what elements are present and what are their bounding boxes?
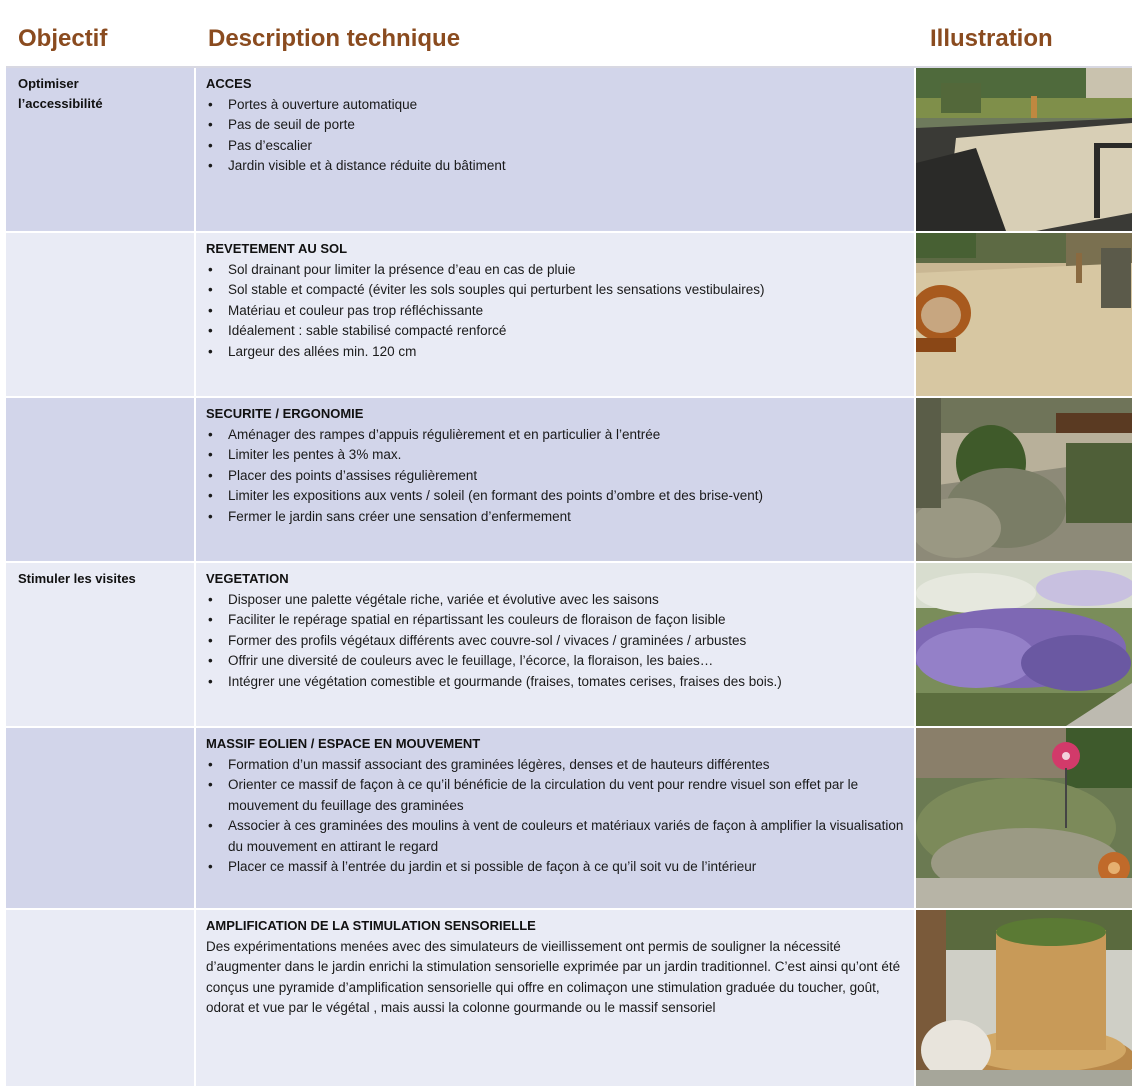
design-table: Objectif Description technique Illustrat…: [6, 10, 1132, 1088]
section-title: SECURITE / ERGONOMIE: [206, 406, 364, 421]
objective-cell: [6, 233, 196, 396]
garden-path-photo: [916, 68, 1132, 231]
description-cell: REVETEMENT AU SOL Sol drainant pour limi…: [196, 233, 916, 396]
bullet-item: Former des profils végétaux différents a…: [206, 631, 906, 652]
lavender-flowers-photo: [916, 563, 1132, 726]
objective-cell: Optimiser l’accessibilité: [6, 68, 196, 231]
header-illustration: Illustration: [930, 25, 1053, 52]
bullet-item: Disposer une palette végétale riche, var…: [206, 590, 906, 611]
description-cell: ACCES Portes à ouverture automatique Pas…: [196, 68, 916, 231]
table-header: Objectif Description technique Illustrat…: [6, 10, 1132, 68]
bullet-item: Intégrer une végétation comestible et go…: [206, 672, 906, 693]
description-cell: AMPLIFICATION DE LA STIMULATION SENSORIE…: [196, 910, 916, 1086]
bullet-item: Placer ce massif à l’entrée du jardin et…: [206, 857, 906, 878]
bullet-item: Largeur des allées min. 120 cm: [206, 342, 906, 363]
section-title: ACCES: [206, 76, 252, 91]
spiral-wooden-planter-photo: [916, 910, 1132, 1086]
description-cell: VEGETATION Disposer une palette végétale…: [196, 563, 916, 726]
bullet-list: Aménager des rampes d’appuis régulièreme…: [206, 425, 906, 528]
bullet-item: Jardin visible et à distance réduite du …: [206, 156, 906, 177]
bullet-item: Orienter ce massif de façon à ce qu’il b…: [206, 775, 906, 816]
table-row: Optimiser l’accessibilité ACCES Portes à…: [6, 68, 1132, 233]
bullet-item: Faciliter le repérage spatial en réparti…: [206, 610, 906, 631]
bullet-item: Idéalement : sable stabilisé compacté re…: [206, 321, 906, 342]
bullet-item: Sol stable et compacté (éviter les sols …: [206, 280, 906, 301]
table-row: MASSIF EOLIEN / ESPACE EN MOUVEMENT Form…: [6, 728, 1132, 910]
header-description: Description technique: [208, 25, 461, 52]
grasses-windmills-photo: [916, 728, 1132, 908]
bullet-item: Portes à ouverture automatique: [206, 95, 906, 116]
bullet-item: Aménager des rampes d’appuis régulièreme…: [206, 425, 906, 446]
objective-cell: Stimuler les visites: [6, 563, 196, 726]
bullet-item: Matériau et couleur pas trop réfléchissa…: [206, 301, 906, 322]
bullet-list: Disposer une palette végétale riche, var…: [206, 590, 906, 693]
bullet-list: Sol drainant pour limiter la présence d’…: [206, 260, 906, 363]
bullet-item: Placer des points d’assises régulièremen…: [206, 466, 906, 487]
section-title: AMPLIFICATION DE LA STIMULATION SENSORIE…: [206, 918, 536, 933]
objective-cell: [6, 398, 196, 561]
bullet-list: Formation d’un massif associant des gram…: [206, 755, 906, 878]
section-title: REVETEMENT AU SOL: [206, 241, 348, 256]
bullet-item: Fermer le jardin sans créer une sensatio…: [206, 507, 906, 528]
sand-path-bench-photo: [916, 233, 1132, 396]
objective-cell: [6, 728, 196, 908]
description-cell: MASSIF EOLIEN / ESPACE EN MOUVEMENT Form…: [196, 728, 916, 908]
header-objectif: Objectif: [18, 25, 108, 52]
bullet-list: Portes à ouverture automatique Pas de se…: [206, 95, 906, 177]
table-row: Stimuler les visites VEGETATION Disposer…: [6, 563, 1132, 728]
section-title: VEGETATION: [206, 571, 289, 586]
table-row: REVETEMENT AU SOL Sol drainant pour limi…: [6, 233, 1132, 398]
table-row: AMPLIFICATION DE LA STIMULATION SENSORIE…: [6, 910, 1132, 1088]
bullet-item: Pas d’escalier: [206, 136, 906, 157]
bullet-item: Limiter les pentes à 3% max.: [206, 445, 906, 466]
description-cell: SECURITE / ERGONOMIE Aménager des rampes…: [196, 398, 916, 561]
bullet-item: Offrir une diversité de couleurs avec le…: [206, 651, 906, 672]
bullet-item: Limiter les expositions aux vents / sole…: [206, 486, 906, 507]
bullet-item: Pas de seuil de porte: [206, 115, 906, 136]
description-paragraph: Des expérimentations menées avec des sim…: [206, 938, 901, 1016]
bullet-item: Formation d’un massif associant des gram…: [206, 755, 906, 776]
section-title: MASSIF EOLIEN / ESPACE EN MOUVEMENT: [206, 736, 481, 751]
objective-cell: [6, 910, 196, 1086]
bullet-item: Associer à ces graminées des moulins à v…: [206, 816, 906, 857]
table-row: SECURITE / ERGONOMIE Aménager des rampes…: [6, 398, 1132, 563]
plants-handrail-photo: [916, 398, 1132, 561]
bullet-item: Sol drainant pour limiter la présence d’…: [206, 260, 906, 281]
